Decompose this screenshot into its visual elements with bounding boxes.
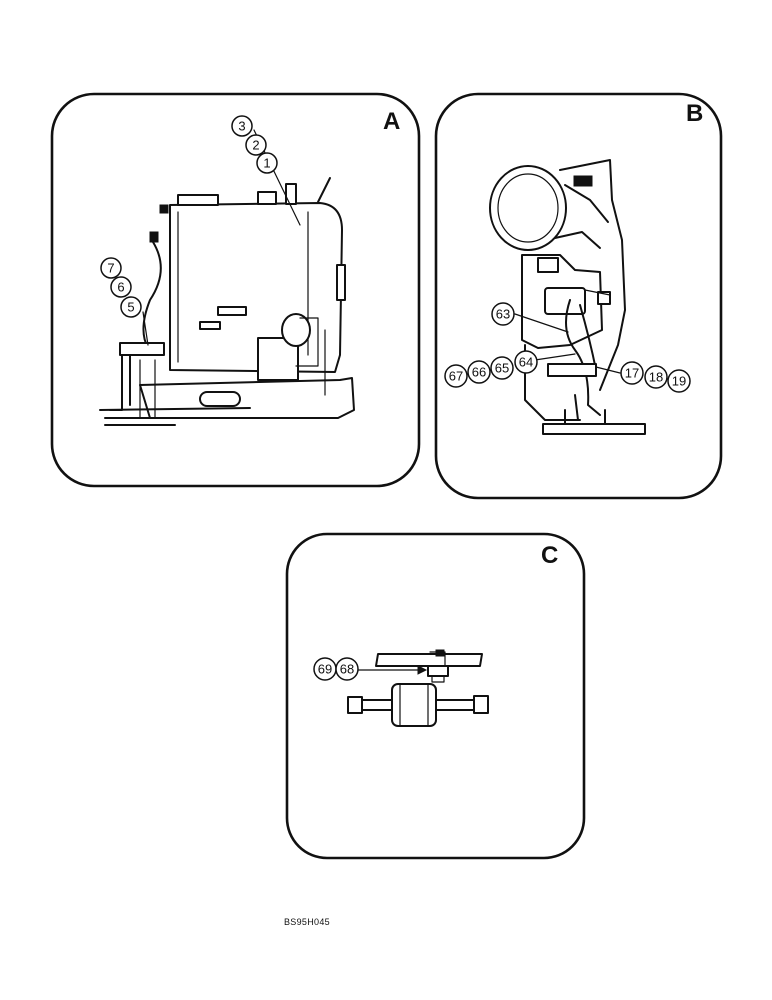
callout-5: 5 [120,296,142,318]
svg-text:7: 7 [107,261,114,276]
panel-b-machine-drawing [489,159,646,435]
svg-text:19: 19 [672,374,686,389]
panel-b-letter: B [686,100,703,127]
svg-text:2: 2 [252,138,259,153]
callout-1: 1 [256,152,278,174]
panel-c-letter: C [541,542,558,569]
svg-text:67: 67 [449,369,463,384]
callout-19: 19 [667,369,691,393]
panel-a-letter: A [383,108,400,135]
svg-text:66: 66 [472,365,486,380]
panel-a-machine-drawing [99,129,355,426]
panel-a-frame [50,92,421,488]
callout-7: 7 [100,257,122,279]
svg-text:68: 68 [340,662,354,677]
callout-18: 18 [644,365,668,389]
callout-2: 2 [245,134,267,156]
callout-3: 3 [231,115,253,137]
svg-text:18: 18 [649,370,663,385]
callout-65: 65 [490,356,514,380]
figure-code: BS95H045 [284,917,330,927]
svg-text:69: 69 [318,662,332,677]
callout-17: 17 [620,361,644,385]
svg-text:64: 64 [519,355,533,370]
svg-text:65: 65 [495,361,509,376]
svg-text:3: 3 [238,119,245,134]
svg-text:1: 1 [263,156,270,171]
callout-66: 66 [467,360,491,384]
panel-c: C 69 [285,532,586,860]
svg-text:63: 63 [496,307,510,322]
callout-68: 68 [335,657,359,681]
callout-69: 69 [313,657,337,681]
svg-text:5: 5 [127,300,134,315]
callout-63: 63 [491,302,515,326]
panel-b: B [434,92,723,500]
svg-text:17: 17 [625,366,639,381]
panel-a: A [50,92,421,488]
svg-text:6: 6 [117,280,124,295]
callout-6: 6 [110,276,132,298]
panel-c-component-drawing [347,649,489,727]
callout-67: 67 [444,364,468,388]
callout-64: 64 [514,350,538,374]
